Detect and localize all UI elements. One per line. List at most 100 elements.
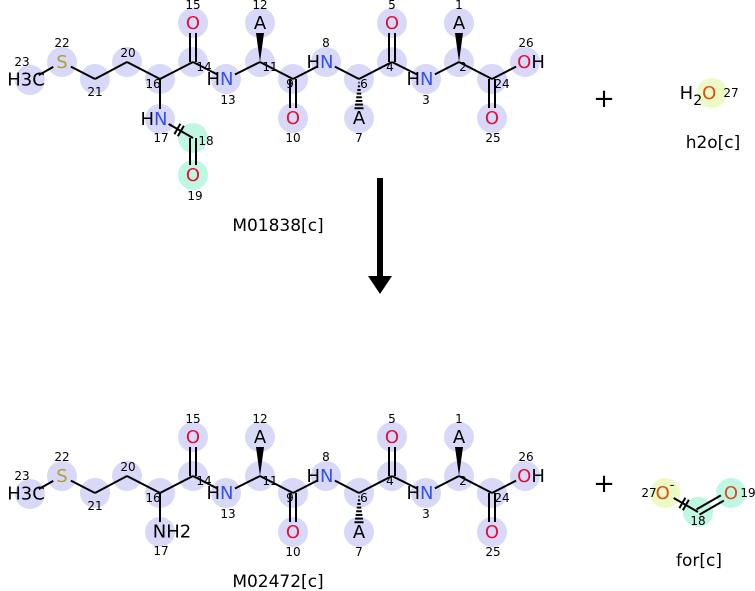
single-bond bbox=[38, 480, 54, 490]
atom-number-13: 13 bbox=[220, 507, 235, 521]
product-label-formate: for[c] bbox=[676, 551, 722, 571]
atom-number-20: 20 bbox=[120, 46, 135, 60]
single-bond bbox=[334, 479, 360, 494]
single-bond bbox=[159, 475, 194, 494]
atom-highlight-10 bbox=[278, 517, 308, 547]
atom-symbol-12: A bbox=[254, 427, 267, 448]
single-bond bbox=[259, 475, 294, 494]
atom-number-6: 6 bbox=[360, 77, 368, 91]
single-bond bbox=[259, 61, 294, 80]
wedge-bond bbox=[455, 447, 463, 476]
atom-symbol-13: HN bbox=[206, 483, 233, 504]
atom-symbol-25: O bbox=[485, 522, 499, 543]
atom-number-15: 15 bbox=[185, 412, 200, 426]
atom-number-1: 1 bbox=[455, 0, 463, 12]
single-bond bbox=[434, 61, 460, 76]
atom-symbol-5: O bbox=[385, 427, 399, 448]
atom-number-8: 8 bbox=[322, 36, 330, 50]
arrow-shaft bbox=[377, 178, 383, 278]
single-bond bbox=[292, 479, 318, 494]
double-bond bbox=[698, 499, 725, 516]
atom-highlight-26 bbox=[510, 461, 540, 491]
atom-highlight-12 bbox=[245, 8, 275, 38]
atom-number-16: 16 bbox=[145, 491, 160, 505]
atom-number-6: 6 bbox=[360, 491, 368, 505]
atom-highlight-1 bbox=[444, 422, 474, 452]
atom-symbol-7: A bbox=[353, 108, 366, 129]
single-bond bbox=[358, 61, 393, 80]
broken-bond-mark bbox=[681, 499, 690, 511]
atom-number-16: 16 bbox=[145, 77, 160, 91]
atom-highlight-23 bbox=[15, 65, 45, 95]
atom-number-7: 7 bbox=[355, 131, 363, 145]
single-bond bbox=[126, 61, 161, 80]
atom-symbol-27: H2O bbox=[680, 83, 717, 110]
reaction-arrow bbox=[368, 178, 392, 294]
atom-number-3: 3 bbox=[422, 507, 430, 521]
atom-number-21: 21 bbox=[87, 85, 102, 99]
atom-highlight-15 bbox=[178, 8, 208, 38]
atom-number-10: 10 bbox=[285, 545, 300, 559]
atom-symbol-22: S bbox=[56, 52, 67, 73]
single-bond bbox=[192, 61, 218, 76]
product-label-m02472: M02472[c] bbox=[232, 572, 323, 591]
atom-number-13: 13 bbox=[220, 93, 235, 107]
atom-number-26: 26 bbox=[518, 36, 533, 50]
atom-highlight-7 bbox=[344, 517, 374, 547]
atom-number-5: 5 bbox=[388, 412, 396, 426]
atom-symbol-19: O bbox=[724, 483, 738, 504]
atom-number-11: 11 bbox=[262, 60, 277, 74]
atom-highlight-27 bbox=[697, 78, 727, 108]
atom-number-27: 27 bbox=[723, 86, 738, 100]
atom-symbol-10: O bbox=[286, 108, 300, 129]
atom-number-2: 2 bbox=[459, 60, 467, 74]
atom-symbol-23: H3C bbox=[7, 484, 45, 505]
single-bond bbox=[391, 61, 418, 76]
atom-highlight-22 bbox=[47, 461, 77, 491]
atom-number-22: 22 bbox=[54, 450, 69, 464]
atom-highlight-15 bbox=[178, 422, 208, 452]
atom-highlight-26 bbox=[510, 47, 540, 77]
single-bond bbox=[358, 475, 393, 494]
atom-symbol-26: OH bbox=[517, 52, 545, 73]
atom-number-23: 23 bbox=[14, 55, 29, 69]
atom-symbol-5: O bbox=[385, 13, 399, 34]
atom-highlight-3 bbox=[411, 478, 441, 508]
atom-number-19: 19 bbox=[740, 486, 755, 500]
atom-number-14: 14 bbox=[196, 474, 211, 488]
atom-number-23: 23 bbox=[14, 469, 29, 483]
atom-symbol-1: A bbox=[453, 427, 466, 448]
atom-highlight-22 bbox=[47, 47, 77, 77]
atom-number-21: 21 bbox=[87, 499, 102, 513]
single-bond bbox=[159, 61, 194, 80]
single-bond bbox=[434, 475, 460, 490]
atom-highlight-3 bbox=[411, 64, 441, 94]
atom-number-18: 18 bbox=[198, 134, 213, 148]
atom-symbol-25: O bbox=[485, 108, 499, 129]
atom-highlight-13 bbox=[211, 478, 241, 508]
single-bond bbox=[491, 65, 517, 80]
single-bond bbox=[94, 61, 128, 80]
single-bond bbox=[126, 475, 161, 494]
atom-symbol-3: HN bbox=[406, 69, 433, 90]
hashed-bond bbox=[354, 81, 364, 110]
atom-symbol-23: H3C bbox=[7, 70, 45, 91]
single-bond bbox=[234, 475, 261, 490]
atom-number-17: 17 bbox=[153, 544, 168, 558]
atom-number-2: 2 bbox=[459, 474, 467, 488]
atom-number-9: 9 bbox=[286, 491, 294, 505]
atom-number-7: 7 bbox=[355, 545, 363, 559]
single-bond bbox=[192, 475, 218, 490]
atom-number-3: 3 bbox=[422, 93, 430, 107]
atom-symbol-19: O bbox=[186, 165, 200, 186]
atom-symbol-15: O bbox=[186, 13, 200, 34]
atom-highlight-25 bbox=[477, 517, 507, 547]
single-bond bbox=[391, 475, 418, 490]
atom-number-25: 25 bbox=[485, 131, 500, 145]
atom-symbol-1: A bbox=[453, 13, 466, 34]
arrow-head bbox=[368, 276, 392, 294]
atom-number-15: 15 bbox=[185, 0, 200, 12]
reactant-label-h2o: h2o[c] bbox=[686, 133, 741, 153]
atom-number-18: 18 bbox=[690, 514, 705, 528]
